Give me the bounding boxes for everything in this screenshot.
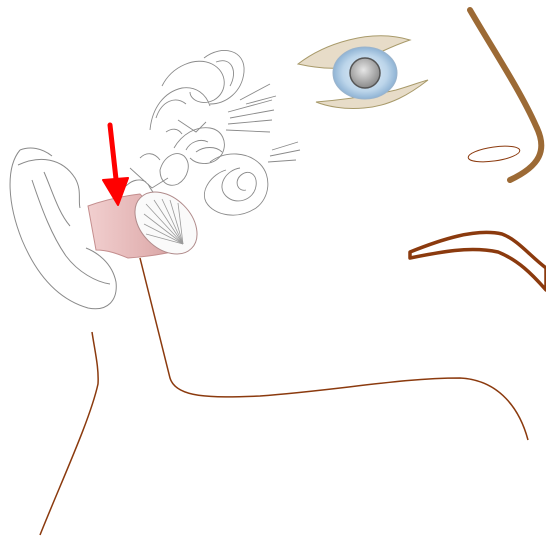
red-down-arrow-icon: [103, 125, 128, 205]
neck-line: [40, 332, 98, 535]
nose: [467, 10, 541, 180]
inner-ear-anatomy-icon: [126, 50, 300, 215]
foam-earplug-icon: [88, 180, 209, 266]
mouth: [410, 232, 546, 290]
jaw-line: [140, 258, 528, 440]
eye-icon: [298, 36, 428, 109]
